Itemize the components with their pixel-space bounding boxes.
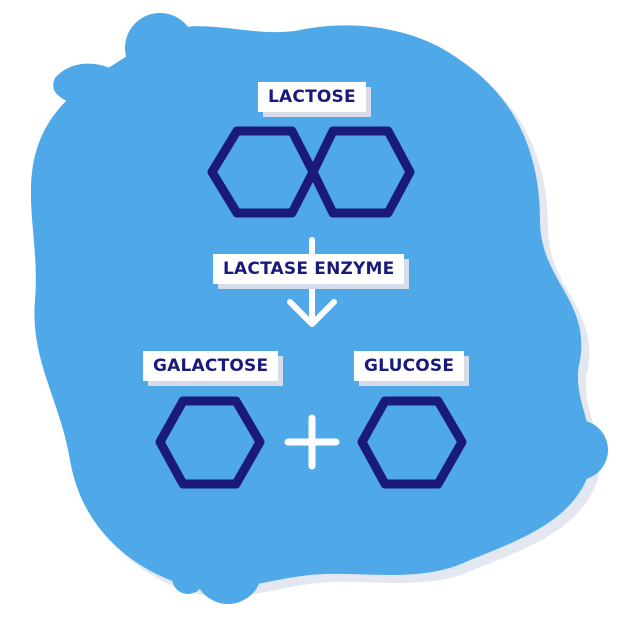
galactose-hexagon xyxy=(155,396,265,489)
glucose-hexagon xyxy=(357,396,467,489)
droplet-right-large xyxy=(548,420,608,480)
droplet-bottom-small xyxy=(172,562,204,594)
arrow-head xyxy=(287,299,337,327)
plus-sign xyxy=(284,414,340,470)
lactose-label: LACTOSE xyxy=(258,82,366,112)
galactose-label: GALACTOSE xyxy=(143,351,279,381)
droplet-bottom-large xyxy=(194,536,262,604)
glucose-label: GLUCOSE xyxy=(354,351,465,381)
lactose-molecule xyxy=(207,126,415,218)
lactose-hexagon-right xyxy=(308,126,415,218)
galactose-molecule xyxy=(155,396,265,489)
glucose-molecule xyxy=(357,396,467,489)
droplet-right-small xyxy=(544,380,580,416)
lactase-enzyme-label: LACTASE ENZYME xyxy=(213,254,405,284)
lactose-hexagon-left xyxy=(207,126,318,218)
